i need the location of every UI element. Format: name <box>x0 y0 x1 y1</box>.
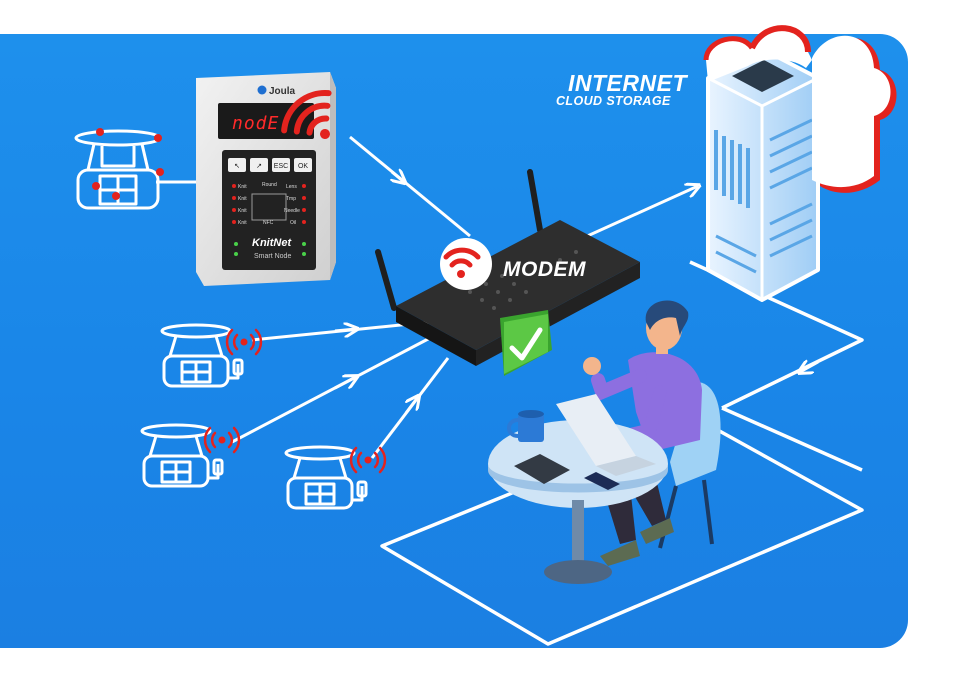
connection-arrows <box>156 135 698 459</box>
svg-text:Knit: Knit <box>238 196 247 202</box>
svg-text:Knit: Knit <box>238 208 247 214</box>
svg-text:Tmp: Tmp <box>286 196 296 202</box>
device-keypad: ↖ ↗ ESC OK <box>228 158 312 172</box>
cloud-title: INTERNET <box>568 70 687 96</box>
svg-text:Needle: Needle <box>284 208 300 214</box>
broadcast-signal-icon <box>225 328 263 356</box>
knitnet-device: Joula nodE ↖ ↗ ESC OK Knit Knit Knit Kni… <box>196 72 336 286</box>
device-subname: Smart Node <box>254 253 291 260</box>
key-label: OK <box>298 163 308 170</box>
svg-text:Knit: Knit <box>238 220 247 226</box>
svg-text:Lens: Lens <box>286 184 297 190</box>
svg-text:Knit: Knit <box>238 184 247 190</box>
server-icon <box>706 48 820 302</box>
knitting-machine-icon <box>74 128 164 210</box>
cloud-subtitle: CLOUD STORAGE <box>556 94 671 108</box>
svg-text:Round: Round <box>262 182 277 188</box>
device-indicators: Knit Knit Knit Knit Lens Tmp Needle Oil … <box>232 182 306 226</box>
wifi-icon <box>440 238 492 290</box>
key-label: ESC <box>274 163 288 170</box>
knitting-machine-icon <box>284 445 368 510</box>
person-with-laptop-icon <box>488 300 721 584</box>
modem-label: MODEM <box>503 258 586 281</box>
arrow-device-to-modem <box>349 135 471 238</box>
device-display-text: nodE <box>232 113 279 134</box>
key-label: ↗ <box>256 163 262 170</box>
broadcast-signal-icon <box>203 426 241 454</box>
svg-text:NFC: NFC <box>263 220 274 226</box>
knitting-machine-icon <box>140 423 224 488</box>
arrow-device-to-modem-head <box>392 172 404 182</box>
wifi-icon <box>281 90 332 139</box>
return-arrow <box>800 362 819 372</box>
key-label: ↖ <box>234 163 240 170</box>
knitting-machine-icon <box>160 323 244 388</box>
cloud-icon <box>703 25 897 193</box>
brand-logo-icon <box>257 85 267 95</box>
device-brand: Joula <box>269 86 296 97</box>
device-name: KnitNet <box>252 237 292 249</box>
svg-text:Oil: Oil <box>290 220 296 226</box>
status-leds <box>234 242 306 256</box>
checkmark-icon <box>500 310 552 376</box>
arrow-machine-3 <box>231 336 431 444</box>
broadcast-signal-icon <box>349 446 387 474</box>
